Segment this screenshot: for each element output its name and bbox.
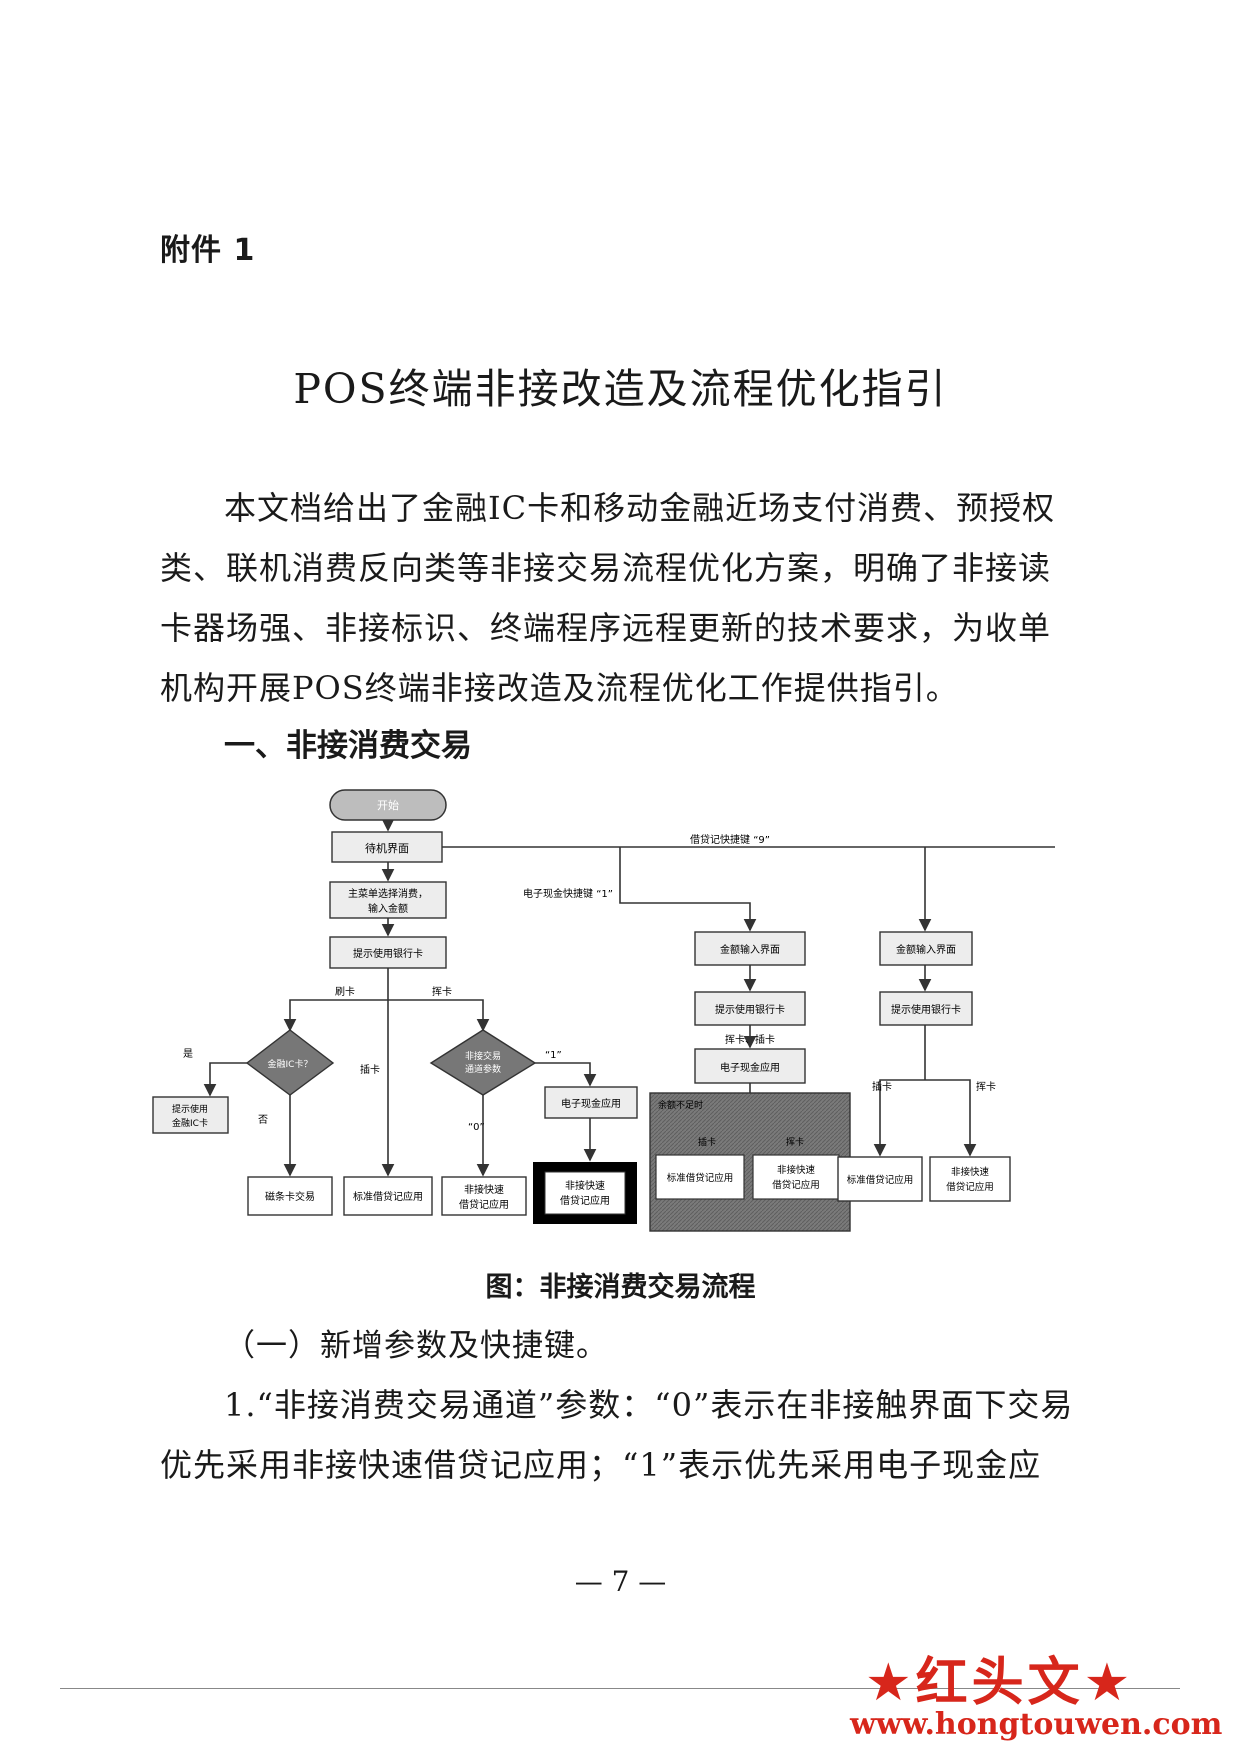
footer-divider (60, 1688, 1180, 1689)
amount-input-box-1 (694, 931, 806, 966)
prompt-bank-card-box (329, 936, 447, 969)
section-1-heading: 一、非接消费交易 (224, 728, 472, 764)
qpboc-box-1 (441, 1176, 527, 1216)
document-title: POS终端非接改造及流程优化指引 (293, 365, 948, 413)
qpboc-line-4b: 借贷记应用 (946, 1181, 994, 1193)
menu-select-line-2: 输入金额 (368, 902, 408, 915)
intro-paragraph: 本文档给出了金融IC卡和移动金融近场支付消费、预授权类、联机消费反向类等非接交易… (160, 489, 1056, 707)
label-wave-mid: 挥卡 (786, 1136, 804, 1148)
decision-ic-card (245, 1029, 335, 1096)
standby-box (331, 831, 443, 863)
decision-channel-line-1: 非接交易 (465, 1050, 501, 1062)
nonconnect-flowchart: 开始 待机界面 主菜单选择消费， 输入金额 提示使用银行卡 刷卡 挥卡 金融IC… (152, 789, 1055, 1232)
qpboc-line-4a: 非接快速 (951, 1166, 990, 1178)
label-insert-mid: 插卡 (698, 1136, 716, 1148)
attachment-label: 附件 1 (160, 233, 256, 268)
std-debit-label-1: 标准借贷记应用 (353, 1190, 423, 1203)
std-debit-box-1 (343, 1176, 433, 1216)
prompt-ic-line-2: 金融IC卡 (172, 1117, 208, 1129)
menu-select-box (329, 881, 447, 919)
qpboc-line-1a: 非接快速 (464, 1183, 504, 1196)
qpboc-box-4 (929, 1156, 1011, 1202)
standby-label: 待机界面 (365, 841, 409, 855)
label-wave-right: 挥卡 (976, 1080, 996, 1093)
prompt-bank-card-box-3 (879, 991, 973, 1026)
balance-insufficient-label: 余额不足时 (658, 1099, 703, 1111)
std-debit-box-3 (837, 1156, 923, 1202)
qpboc-box-3 (752, 1154, 840, 1200)
wave-insert-label: 挥卡、插卡 (725, 1033, 775, 1046)
page-number: — 7 — (574, 1565, 667, 1598)
label-swipe: 刷卡 (335, 985, 355, 998)
label-yes: 是 (183, 1048, 193, 1060)
qpboc-line-1b: 借贷记应用 (459, 1198, 509, 1211)
qpboc-box-2 (544, 1171, 626, 1215)
magstripe-label: 磁条卡交易 (265, 1190, 315, 1203)
label-wave: 挥卡 (432, 985, 452, 998)
watermark-url: www.hongtouwen.com (850, 1707, 1223, 1742)
amount-input-label-1: 金额输入界面 (720, 943, 780, 956)
watermark-brand: ★红头文★ (865, 1653, 1135, 1713)
magstripe-box (247, 1176, 333, 1216)
amount-input-box-2 (879, 931, 973, 966)
shortcut-debit-credit-label: 借贷记快捷键 “9” (690, 833, 770, 846)
qpboc-line-2b: 借贷记应用 (560, 1194, 610, 1207)
qpboc-line-2a: 非接快速 (565, 1179, 605, 1192)
std-debit-label-3: 标准借贷记应用 (847, 1174, 914, 1186)
prompt-bank-card-label-2: 提示使用银行卡 (715, 1003, 785, 1016)
std-debit-box-2 (655, 1154, 745, 1200)
shortcut-ecash-label: 电子现金快捷键 “1” (523, 887, 613, 900)
ecash-app-box (544, 1086, 638, 1119)
start-label: 开始 (377, 798, 399, 812)
ecash-app-label-2: 电子现金应用 (720, 1061, 780, 1074)
amount-input-label-2: 金额输入界面 (896, 943, 956, 956)
subsection-1-heading: （一）新增参数及快捷键。 (224, 1328, 608, 1364)
start-node (329, 789, 447, 821)
label-one-quote: “1” (545, 1050, 562, 1061)
label-zero-quote: “0” (468, 1122, 485, 1133)
label-no: 否 (258, 1114, 268, 1126)
ecash-app-box-2 (694, 1048, 806, 1084)
figure-caption: 图：非接消费交易流程 (485, 1272, 756, 1303)
qpboc-line-3b: 借贷记应用 (772, 1179, 820, 1191)
label-insert-main: 插卡 (360, 1063, 380, 1076)
item-1-paragraph: 1.“非接消费交易通道”参数：“0”表示在非接触界面下交易优先采用非接快速借贷记… (160, 1386, 1074, 1484)
label-insert-right: 插卡 (872, 1080, 892, 1093)
prompt-ic-box (152, 1096, 229, 1134)
ecash-app-label: 电子现金应用 (561, 1097, 621, 1110)
std-debit-label-2: 标准借贷记应用 (667, 1172, 734, 1184)
menu-select-line-1: 主菜单选择消费， (348, 887, 428, 900)
prompt-bank-card-label-3: 提示使用银行卡 (891, 1003, 961, 1016)
decision-channel (429, 1029, 537, 1096)
prompt-bank-card-label: 提示使用银行卡 (353, 947, 423, 960)
qpboc-line-3a: 非接快速 (777, 1164, 816, 1176)
prompt-ic-line-1: 提示使用 (172, 1103, 208, 1115)
prompt-bank-card-box-2 (694, 991, 806, 1026)
decision-ic-label: 金融IC卡？ (268, 1058, 313, 1070)
decision-channel-line-2: 通道参数 (465, 1063, 501, 1075)
